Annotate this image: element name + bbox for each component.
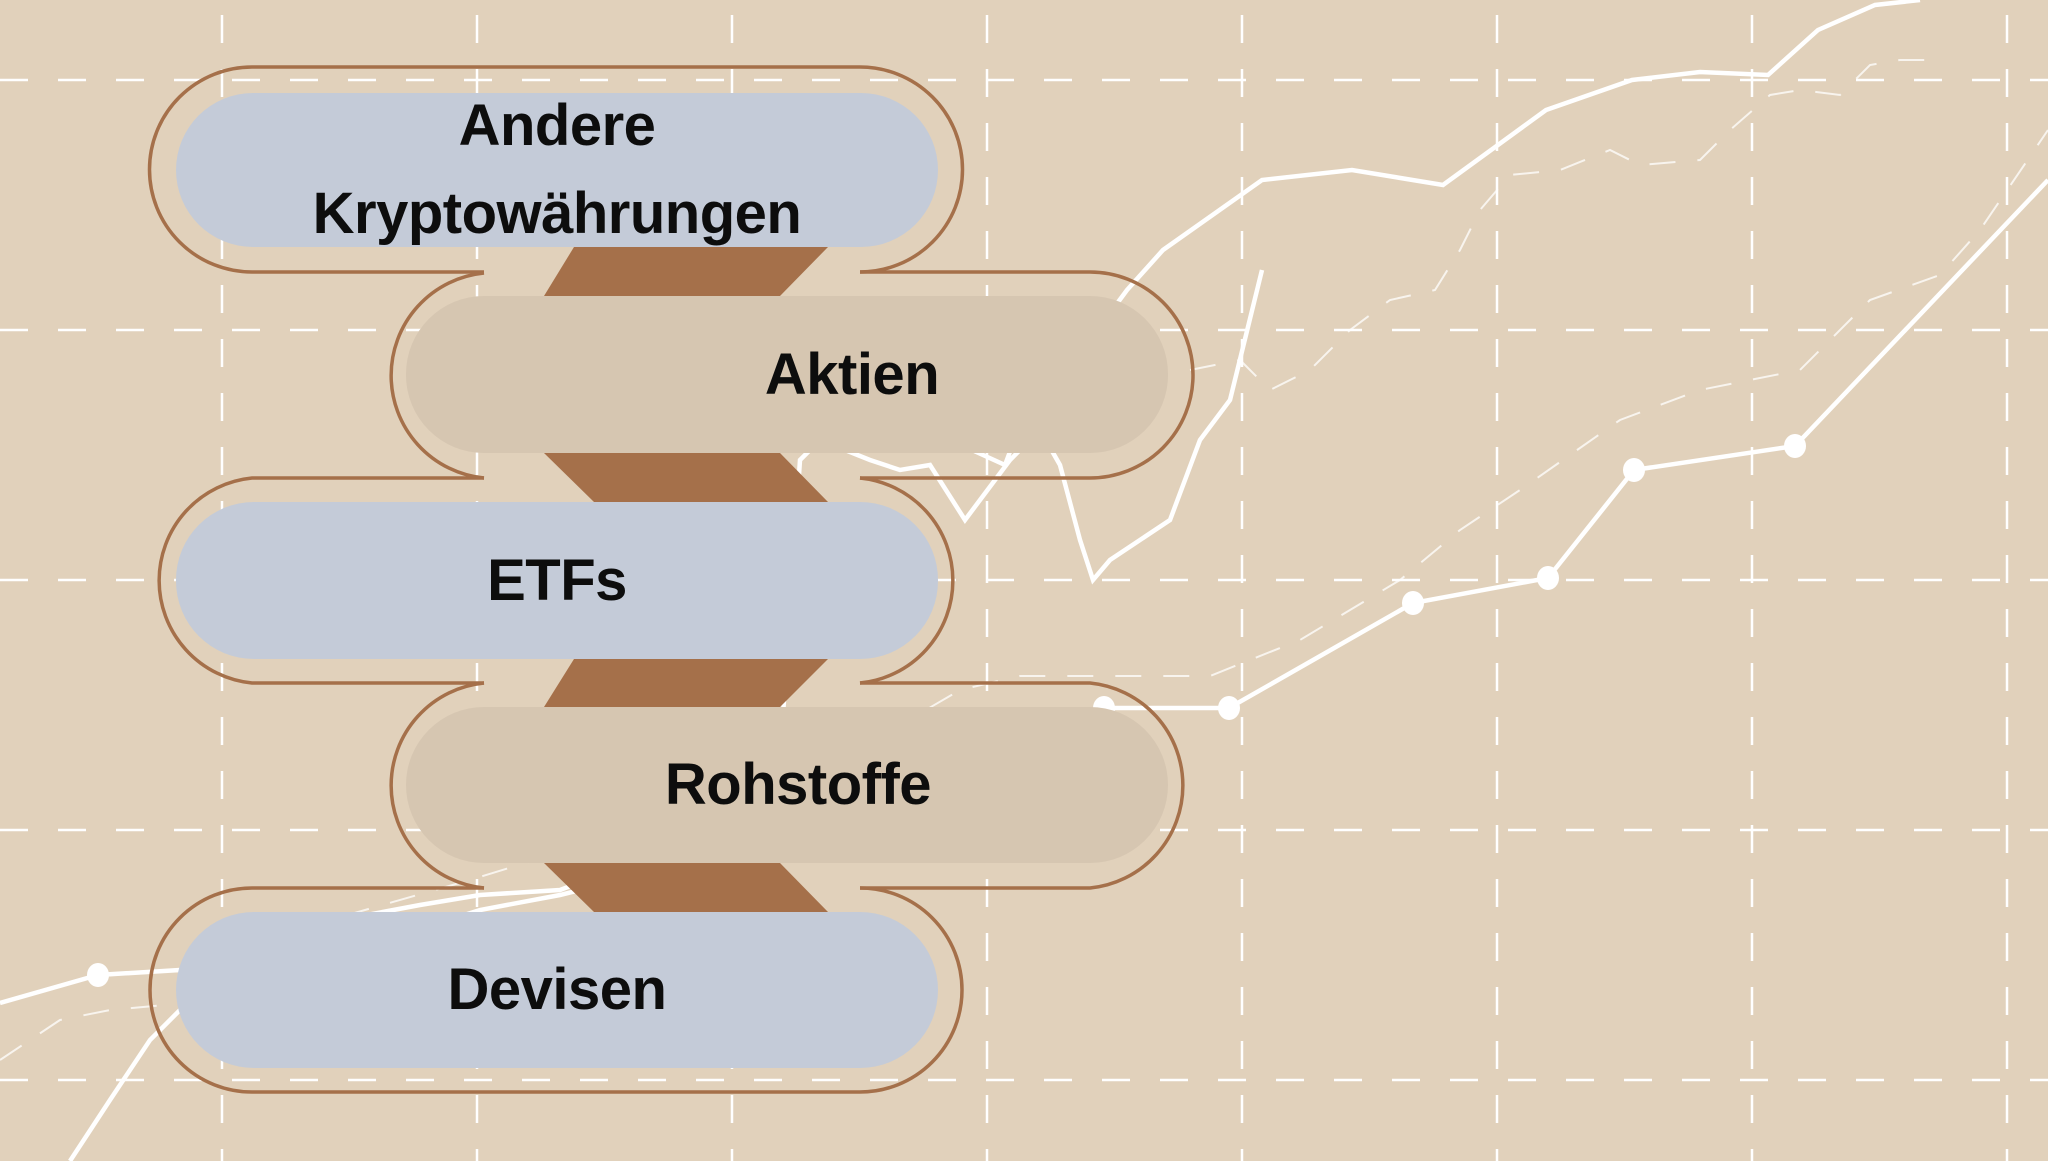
data-point-marker <box>1623 458 1645 482</box>
item-label-rohstoffe: Rohstoffe <box>664 752 932 818</box>
capsule-outlines <box>147 65 1195 1094</box>
data-point-marker <box>1537 566 1559 590</box>
data-point-marker <box>87 963 109 987</box>
connector-1-2 <box>544 247 828 296</box>
chart-grid <box>0 15 2048 1161</box>
connector-2-3 <box>544 453 828 502</box>
item-label-andere-kryptowaehrungen: Andere Kryptowährungen <box>312 93 802 246</box>
item-label-devisen: Devisen <box>447 957 667 1023</box>
connectors <box>544 247 828 912</box>
line-top-shadow <box>1189 59 1940 392</box>
outline-item-1 <box>147 65 965 274</box>
pill-item-5 <box>176 912 938 1068</box>
outline-item-3 <box>157 476 955 685</box>
pill-item-3 <box>176 502 938 659</box>
outline-item-2 <box>389 270 1195 480</box>
connector-3-4 <box>544 659 828 707</box>
data-point-marker <box>1218 696 1240 720</box>
outline-item-5 <box>148 886 964 1094</box>
pill-item-1 <box>176 93 938 247</box>
pill-item-4 <box>406 707 1168 863</box>
data-point-marker <box>1402 591 1424 615</box>
item-label-aktien: Aktien <box>764 341 940 407</box>
item-label-etfs: ETFs <box>487 547 627 613</box>
data-point-marker <box>1784 434 1806 458</box>
pills <box>176 93 1168 1068</box>
pill-item-2 <box>406 296 1168 453</box>
outline-item-4 <box>389 681 1185 890</box>
connector-4-5 <box>544 863 828 912</box>
